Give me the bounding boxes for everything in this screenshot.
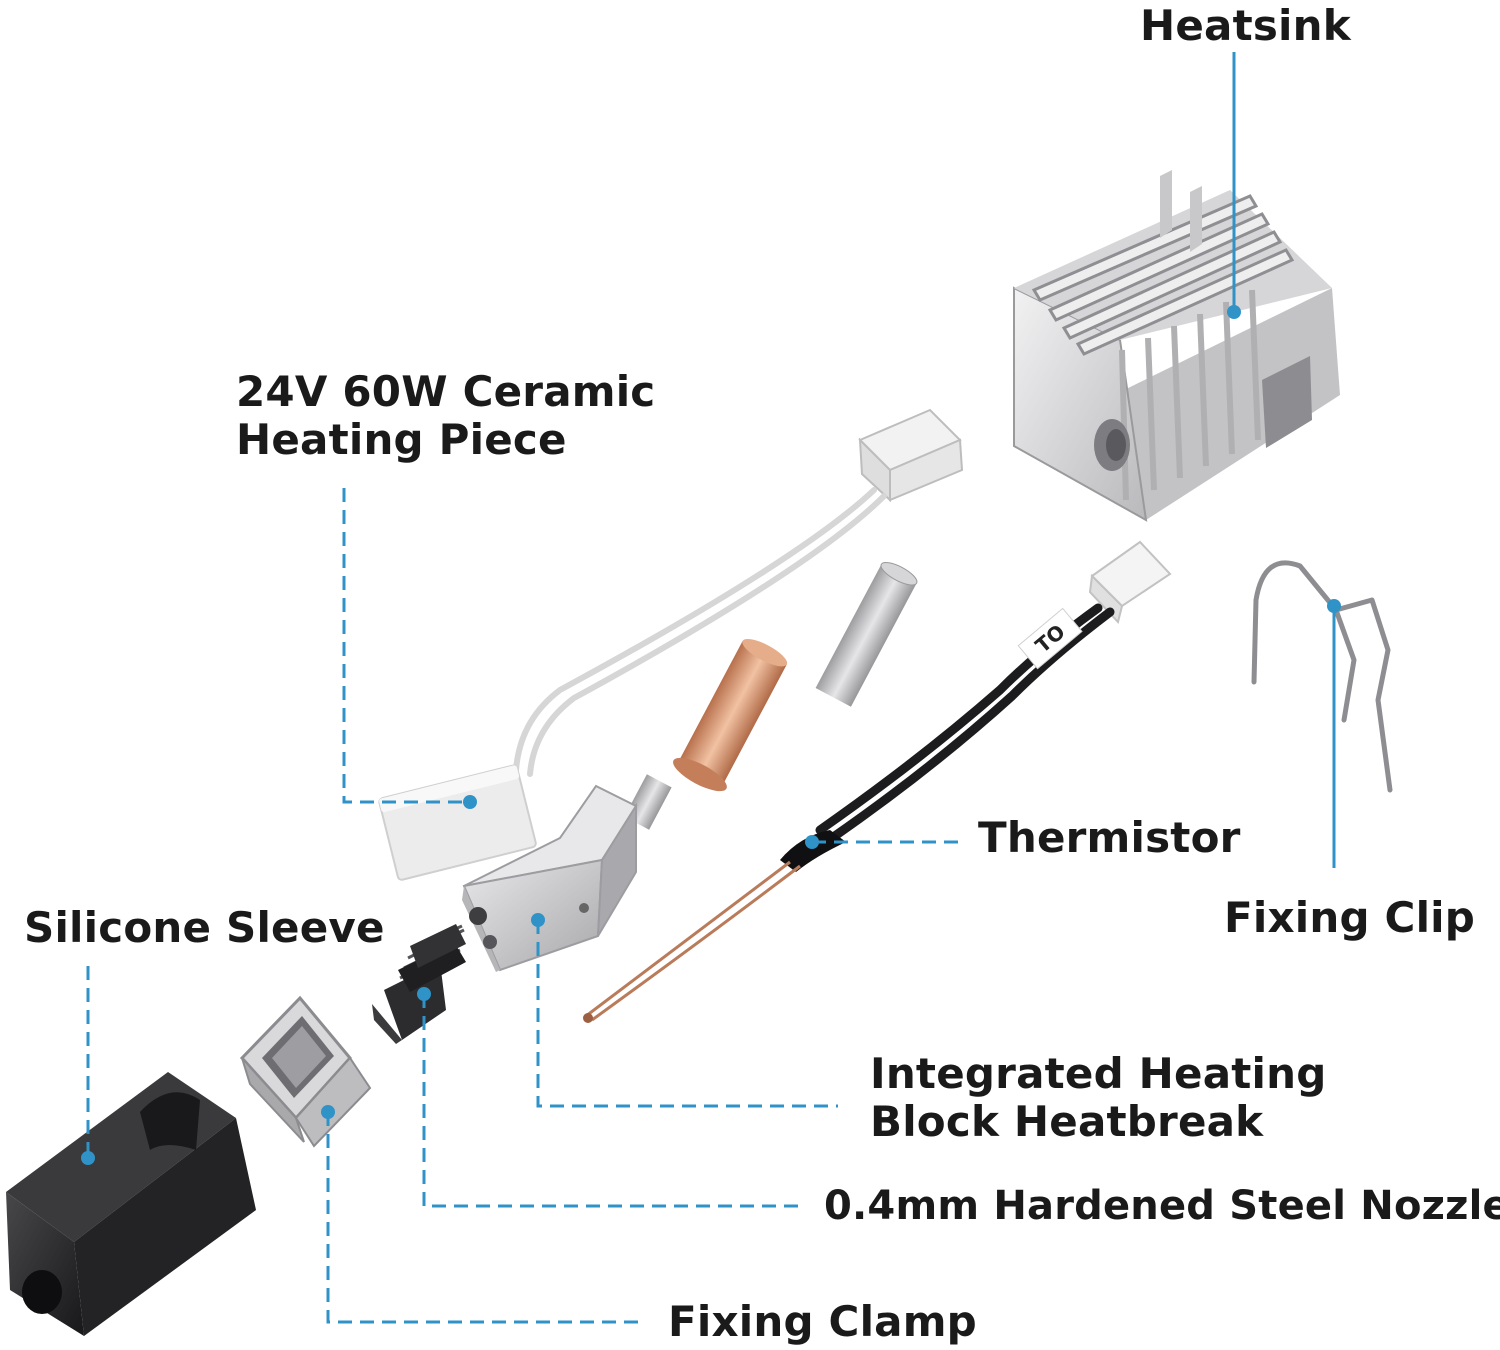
label-heatbreak-line1: Integrated Heating <box>870 1049 1327 1098</box>
label-heatsink: Heatsink <box>1140 1 1351 50</box>
label-heating-piece-line2: Heating Piece <box>236 415 567 464</box>
label-heatbreak-line2: Block Heatbreak <box>870 1097 1264 1146</box>
thermistor: TO <box>583 540 1172 1023</box>
label-ceramic-heating-piece: 24V 60W Ceramic Heating Piece <box>236 368 655 464</box>
label-thermistor: Thermistor <box>978 813 1241 862</box>
integrated-heating-block-heatbreak <box>462 561 918 972</box>
label-fixing-clamp: Fixing Clamp <box>668 1297 977 1346</box>
label-heating-piece-line1: 24V 60W Ceramic <box>236 367 656 416</box>
label-silicone-sleeve: Silicone Sleeve <box>24 903 385 952</box>
fixing-clamp <box>239 995 372 1148</box>
silicone-sleeve <box>6 1072 256 1336</box>
fixing-clip <box>1251 560 1393 793</box>
ceramic-heating-piece <box>378 408 964 881</box>
label-nozzle: 0.4mm Hardened Steel Nozzle <box>824 1183 1500 1229</box>
leader-dots <box>81 305 1341 1165</box>
heatsink <box>1013 170 1340 522</box>
hardened-steel-nozzle <box>372 924 466 1044</box>
label-heating-block-heatbreak: Integrated Heating Block Heatbreak <box>870 1050 1326 1146</box>
leader-lines <box>86 52 1336 1324</box>
label-fixing-clip: Fixing Clip <box>1224 893 1476 942</box>
